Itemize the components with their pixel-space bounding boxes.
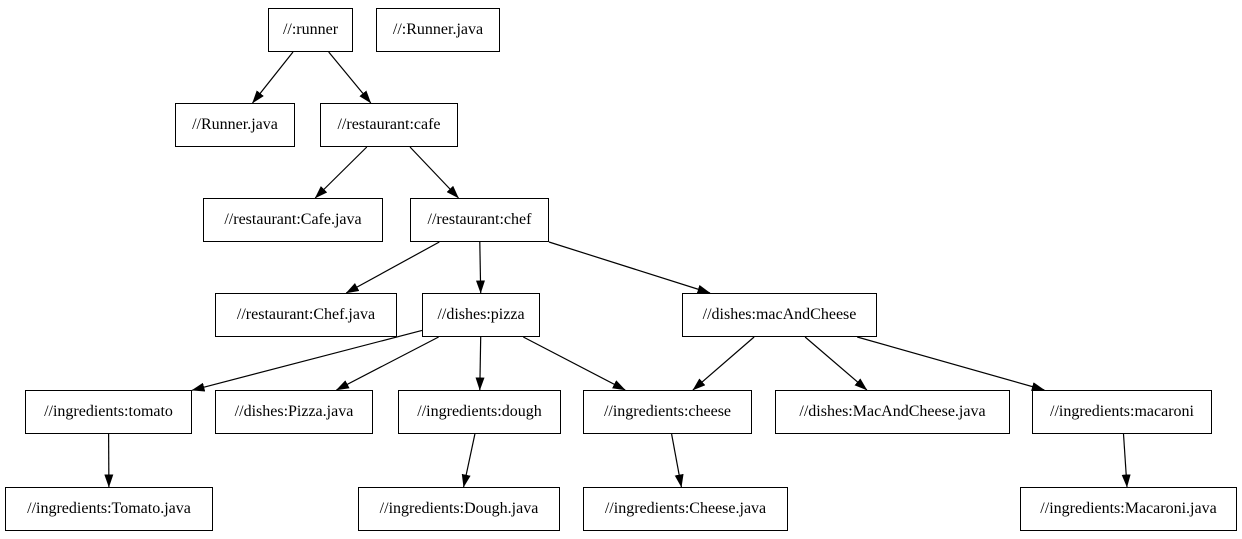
graph-node-cheese: //ingredients:cheese — [583, 390, 752, 434]
graph-node-cafe: //restaurant:cafe — [320, 103, 458, 147]
graph-node-tomato: //ingredients:tomato — [25, 390, 192, 434]
graph-node-mac_java: //dishes:MacAndCheese.java — [775, 390, 1010, 434]
graph-edge-mac_and_cheese-mac_java — [804, 336, 868, 391]
graph-edge-mac_and_cheese-cheese — [692, 336, 755, 391]
graph-node-cheese_java: //ingredients:Cheese.java — [583, 487, 788, 531]
graph-node-macaroni_java: //ingredients:Macaroni.java — [1020, 487, 1237, 531]
graph-edge-chef-pizza — [475, 241, 485, 294]
graph-edge-cafe-chef — [409, 146, 459, 199]
graph-node-runner: //:runner — [268, 8, 353, 52]
graph-node-chef_java: //restaurant:Chef.java — [215, 293, 397, 337]
graph-node-chef: //restaurant:chef — [410, 198, 549, 242]
graph-edge-chef-chef_java — [345, 241, 440, 294]
graph-node-macaroni: //ingredients:macaroni — [1032, 390, 1212, 434]
graph-edge-runner-runner_java — [252, 51, 294, 104]
graph-edge-cheese-cheese_java — [671, 433, 684, 488]
graph-edge-pizza-dough — [475, 336, 485, 391]
graph-node-pizza: //dishes:pizza — [422, 293, 540, 337]
graph-node-pizza_java: //dishes:Pizza.java — [215, 390, 373, 434]
graph-node-cafe_java: //restaurant:Cafe.java — [203, 198, 383, 242]
graph-node-dough: //ingredients:dough — [398, 390, 561, 434]
graph-edge-pizza-pizza_java — [335, 336, 439, 391]
graph-node-mac_and_cheese: //dishes:macAndCheese — [682, 293, 877, 337]
graph-edge-dough-dough_java — [461, 433, 476, 488]
graph-edge-chef-mac_and_cheese — [548, 241, 711, 294]
graph-edge-pizza-cheese — [523, 336, 626, 391]
graph-edge-macaroni-macaroni_java — [1121, 433, 1131, 488]
graph-edge-pizza-tomato — [191, 329, 423, 392]
graph-node-tomato_java: //ingredients:Tomato.java — [5, 487, 213, 531]
graph-node-runner_java: //Runner.java — [175, 103, 295, 147]
graph-edge-mac_and_cheese-macaroni — [857, 336, 1045, 391]
graph-node-dough_java: //ingredients:Dough.java — [358, 487, 560, 531]
graph-edge-runner-cafe — [328, 51, 372, 104]
graph-edge-cafe-cafe_java — [314, 146, 368, 199]
graph-node-runner_java_root: //:Runner.java — [376, 8, 500, 52]
